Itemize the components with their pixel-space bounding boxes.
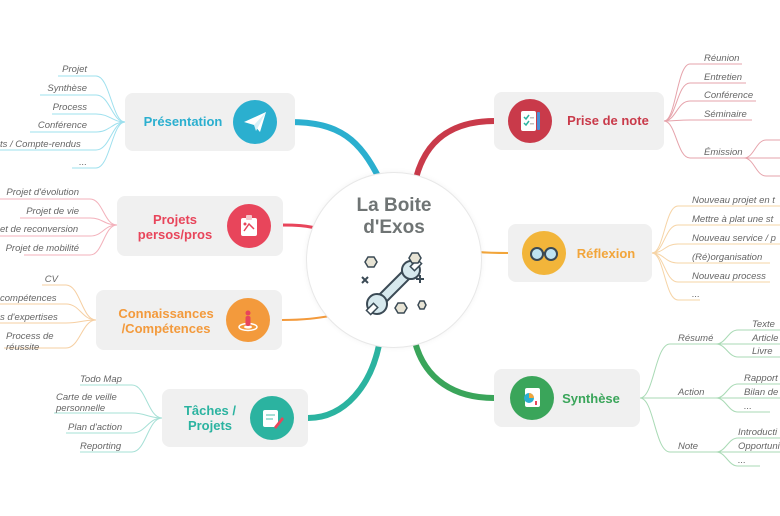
projets-label-line1: Projets bbox=[152, 212, 198, 227]
leaf-reflexion-mettre-a-plat[interactable]: Mettre à plat une st bbox=[692, 214, 774, 225]
branch-label-projets: Projets persos/pros bbox=[125, 212, 225, 242]
branch-label-prise: Prise de note bbox=[567, 113, 649, 128]
wrench-gears-icon bbox=[361, 252, 427, 316]
leaf-prise-seminaire[interactable]: Séminaire bbox=[704, 109, 747, 120]
leaf-synthese-texte[interactable]: Texte bbox=[752, 319, 775, 330]
leaf-presentation-conference[interactable]: Conférence bbox=[37, 120, 87, 131]
central-topic[interactable]: La Boite d'Exos bbox=[306, 172, 482, 348]
leaf-reflexion-nouveau-process[interactable]: Nouveau process bbox=[692, 271, 766, 282]
leaf-taches-carte-veille[interactable]: Carte de veille personnelle bbox=[56, 392, 117, 414]
leaf-synthese-bilan[interactable]: Bilan de bbox=[744, 387, 779, 398]
leaf-synthese-action[interactable]: Action bbox=[678, 387, 705, 398]
connaissances-label-line2: /Compétences bbox=[121, 321, 211, 336]
target-figure-icon bbox=[226, 298, 270, 342]
leaf-presentation-synthese[interactable]: Synthèse bbox=[47, 83, 87, 94]
central-title-line1: La Boite bbox=[356, 195, 432, 216]
leaf-presentation-more[interactable]: ... bbox=[79, 157, 87, 168]
leaf-connaissances-expertises[interactable]: s d'expertises bbox=[0, 312, 58, 323]
chart-document-icon bbox=[510, 376, 554, 420]
leaf-reflexion-more[interactable]: ... bbox=[692, 289, 700, 300]
notepad-icon bbox=[508, 99, 552, 143]
branch-synthese[interactable]: Synthèse bbox=[494, 369, 640, 427]
leaf-taches-todo-map[interactable]: Todo Map bbox=[80, 374, 122, 385]
central-topic-title: La Boite d'Exos bbox=[307, 195, 481, 239]
leaf-projets-reconversion[interactable]: et de reconversion bbox=[0, 224, 79, 235]
taches-label-line1: Tâches / bbox=[183, 403, 237, 418]
leaf-synthese-note-more[interactable]: ... bbox=[738, 455, 746, 466]
branch-label-presentation: Présentation bbox=[143, 114, 223, 129]
branch-label-synthese: Synthèse bbox=[562, 391, 620, 406]
leaf-connaissances-cv[interactable]: CV bbox=[44, 274, 58, 285]
connaissances-label-line1: Connaissances bbox=[118, 306, 214, 321]
glasses-icon bbox=[522, 231, 566, 275]
leaf-prise-emission[interactable]: Émission bbox=[704, 147, 743, 158]
branch-taches[interactable]: Tâches / Projets bbox=[162, 389, 308, 447]
leaf-taches-plan-action[interactable]: Plan d'action bbox=[68, 422, 123, 433]
leaf-projets-evolution[interactable]: Projet d'évolution bbox=[6, 187, 79, 198]
branch-connaissances[interactable]: Connaissances /Compétences bbox=[96, 290, 282, 350]
projets-label-line2: persos/pros bbox=[137, 227, 213, 242]
leaf-synthese-opportunite[interactable]: Opportuni bbox=[738, 441, 780, 452]
leaf-prise-entretien[interactable]: Entretien bbox=[704, 72, 743, 83]
leaf-synthese-note[interactable]: Note bbox=[678, 441, 699, 452]
leaf-reflexion-nouveau-projet[interactable]: Nouveau projet en t bbox=[692, 195, 775, 206]
leaf-synthese-article[interactable]: Article bbox=[752, 333, 779, 344]
leaf-presentation-compte-rendus[interactable]: ts / Compte-rendus bbox=[0, 139, 81, 150]
leaf-presentation-projet[interactable]: Projet bbox=[62, 64, 87, 75]
paper-plane-icon bbox=[233, 100, 277, 144]
leaf-synthese-resume[interactable]: Résumé bbox=[678, 333, 714, 344]
leaf-connaissances-competences[interactable]: compétences bbox=[0, 293, 57, 304]
branch-projets[interactable]: Projets persos/pros bbox=[117, 196, 283, 256]
branch-prise-de-note[interactable]: Prise de note bbox=[494, 92, 664, 150]
leaf-reflexion-nouveau-service[interactable]: Nouveau service / p bbox=[692, 233, 776, 244]
leaf-projets-vie[interactable]: Projet de vie bbox=[26, 206, 79, 217]
leaf-projets-mobilite[interactable]: Projet de mobilité bbox=[5, 243, 79, 254]
task-board-icon bbox=[250, 396, 294, 440]
leaf-synthese-livre[interactable]: Livre bbox=[752, 346, 773, 357]
leaf-prise-conference[interactable]: Conférence bbox=[704, 90, 754, 101]
leaf-prise-reunion[interactable]: Réunion bbox=[704, 53, 740, 64]
leaf-taches-reporting[interactable]: Reporting bbox=[80, 441, 122, 452]
branch-label-taches: Tâches / Projets bbox=[170, 403, 250, 433]
leaf-presentation-process[interactable]: Process bbox=[52, 102, 87, 113]
branch-presentation[interactable]: Présentation bbox=[125, 93, 295, 151]
branch-reflexion[interactable]: Réflexion bbox=[508, 224, 652, 282]
branch-label-reflexion: Réflexion bbox=[576, 246, 636, 261]
leaf-synthese-rapport[interactable]: Rapport bbox=[744, 373, 778, 384]
leaf-connaissances-process-reussite[interactable]: Process de réussite bbox=[6, 331, 54, 353]
leaf-synthese-action-more[interactable]: ... bbox=[744, 401, 752, 412]
branch-label-connaissances: Connaissances /Compétences bbox=[104, 306, 228, 336]
strategy-board-icon bbox=[227, 204, 271, 248]
leaf-synthese-introduction[interactable]: Introducti bbox=[738, 427, 778, 438]
central-title-line2: d'Exos bbox=[363, 217, 425, 238]
taches-label-line2: Projets bbox=[187, 418, 233, 433]
leaf-reflexion-reorganisation[interactable]: (Ré)organisation bbox=[692, 252, 763, 263]
